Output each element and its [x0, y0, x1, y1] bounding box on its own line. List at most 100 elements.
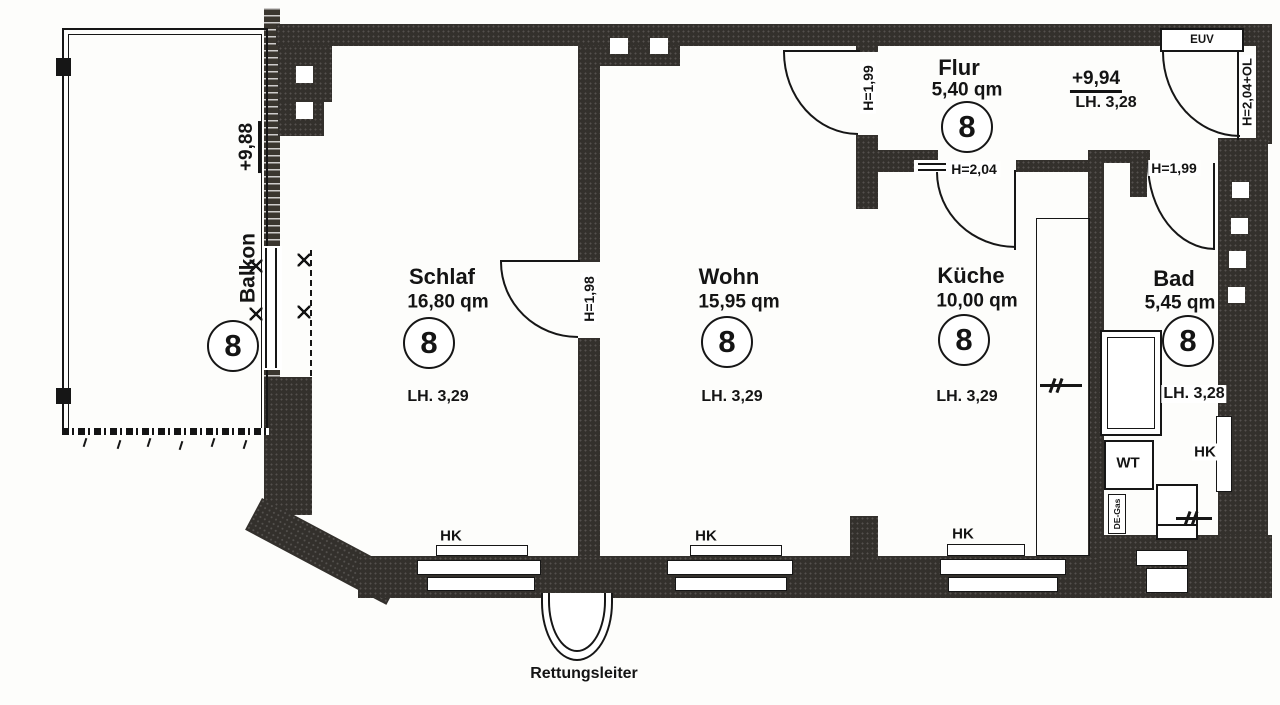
window-bad: [1146, 568, 1188, 593]
tap-symbol-kueche: [1040, 384, 1082, 387]
window-wohn: [675, 577, 787, 591]
wall-niche: [1228, 287, 1245, 303]
window-schlaf: [417, 560, 541, 575]
wall-bad-door-jamb: [1130, 150, 1147, 197]
room-area-schlaf: 16,80 qm: [407, 291, 489, 313]
room-area-flur: 5,40 qm: [931, 79, 1003, 101]
wall-wohn-flur-stub: [856, 24, 878, 52]
ceiling-height-wohn: LH. 3,29: [701, 388, 763, 405]
room-area-kueche: 10,00 qm: [936, 290, 1018, 312]
unit-circle-flur: 8: [941, 101, 993, 153]
balcony-door-swing-line: [310, 250, 312, 376]
glazing-x-mark: [297, 305, 311, 319]
chimney-flue: [610, 38, 628, 54]
door-arc-entry: [1162, 52, 1240, 137]
kitchen-counter: [1036, 218, 1090, 556]
radiator-schlaf: [436, 545, 528, 556]
door-height-schlaf: H=1,98: [581, 273, 597, 325]
radiator-label-bad: HK: [1192, 443, 1218, 461]
water-heater-label: DE-Gas: [1111, 498, 1122, 530]
wall-left-thick: [264, 377, 312, 515]
door-threshold-line: [918, 169, 946, 171]
chimney-flue: [650, 38, 668, 54]
wc-inner-line: [1158, 524, 1196, 526]
hatch-tick: [242, 439, 248, 450]
glazing-x-mark: [249, 259, 263, 273]
ceiling-height-schlaf: LH. 3,29: [407, 388, 469, 405]
radiator-bad: [1216, 416, 1232, 492]
room-label-wohn: Wohn: [698, 264, 760, 289]
door-height-bad: H=1,99: [1148, 160, 1200, 176]
hatch-tick: [116, 439, 122, 450]
room-area-wohn: 15,95 qm: [698, 291, 780, 313]
wall-schlaf-wohn-top: [578, 46, 600, 262]
hatch-tick: [178, 440, 184, 451]
balcony-door-opening: [262, 246, 282, 370]
wall-kueche-bad: [1088, 150, 1104, 558]
wc: [1156, 484, 1198, 540]
door-height-wohn: H=1,99: [860, 62, 876, 114]
wall-top-main: [276, 24, 872, 46]
window-schlaf: [427, 577, 535, 591]
level-mark-balkon: +9,88: [236, 120, 261, 174]
hatch-tick: [210, 437, 216, 448]
door-arc-wohn: [783, 52, 858, 135]
wall-niche: [1229, 251, 1246, 268]
door-arc-bad: [1147, 163, 1215, 250]
unit-circle-wohn: 8: [701, 316, 753, 368]
radiator-wohn: [690, 545, 782, 556]
door-panel-bad: [1213, 163, 1215, 250]
wall-wohn-kueche-stub: [850, 516, 878, 560]
wall-niche: [296, 66, 313, 83]
glazing-x-mark: [297, 253, 311, 267]
wall-left-strip-upper: [264, 8, 280, 248]
distribution-box-label: EUV: [1190, 34, 1214, 46]
ceiling-height-bad: LH. 3,28: [1161, 385, 1227, 403]
door-arc-kueche: [936, 172, 1016, 248]
balcony-post: [56, 58, 71, 76]
radiator-kueche: [947, 544, 1025, 556]
wall-wohn-flur-mid: [856, 135, 878, 209]
balcony-railing-outer: [62, 28, 268, 428]
distribution-box: EUV: [1160, 28, 1244, 52]
washbasin-label: WT: [1116, 454, 1140, 472]
level-mark-flur: +9,94: [1069, 69, 1123, 93]
ceiling-height-kueche: LH. 3,29: [936, 388, 998, 405]
door-height-kueche: H=2,04: [948, 161, 1000, 177]
door-arc-schlaf: [500, 262, 578, 338]
radiator-label-wohn: HK: [695, 527, 717, 545]
window-bad: [1136, 550, 1188, 566]
room-area-bad: 5,45 qm: [1144, 292, 1216, 314]
water-heater: [1108, 494, 1126, 534]
door-panel-wohn: [783, 50, 860, 52]
room-label-flur: Flur: [938, 55, 980, 80]
room-label-kueche: Küche: [937, 263, 1005, 288]
door-threshold-line: [918, 163, 946, 165]
hatch-tick: [82, 437, 88, 448]
ceiling-height-flur: LH. 3,28: [1075, 94, 1137, 111]
balcony-post: [56, 388, 71, 404]
unit-circle-bad: 8: [1162, 315, 1214, 367]
room-label-schlaf: Schlaf: [408, 264, 476, 289]
washbasin: [1104, 440, 1154, 490]
window-wohn: [667, 560, 793, 575]
room-label-bad: Bad: [1153, 266, 1195, 291]
rescue-ladder-label: Rettungsleiter: [530, 665, 638, 682]
wall-flur-kueche-b: [1016, 160, 1094, 172]
wall-niche: [1231, 218, 1248, 234]
radiator-label-kueche: HK: [952, 525, 974, 543]
window-kueche: [948, 577, 1058, 592]
balcony-door-frame: [265, 248, 267, 368]
balcony-door-frame: [275, 248, 277, 368]
bathtub-inner: [1107, 337, 1155, 429]
wall-niche: [296, 102, 313, 119]
glazing-x-mark: [249, 307, 263, 321]
hatch-tick: [146, 437, 152, 448]
unit-circle-kueche: 8: [938, 314, 990, 366]
unit-circle-schlaf: 8: [403, 317, 455, 369]
bathtub: [1100, 330, 1162, 436]
room-label-balkon: Balkon: [236, 232, 260, 304]
radiator-label-schlaf: HK: [440, 527, 462, 545]
door-panel-schlaf: [500, 260, 580, 262]
